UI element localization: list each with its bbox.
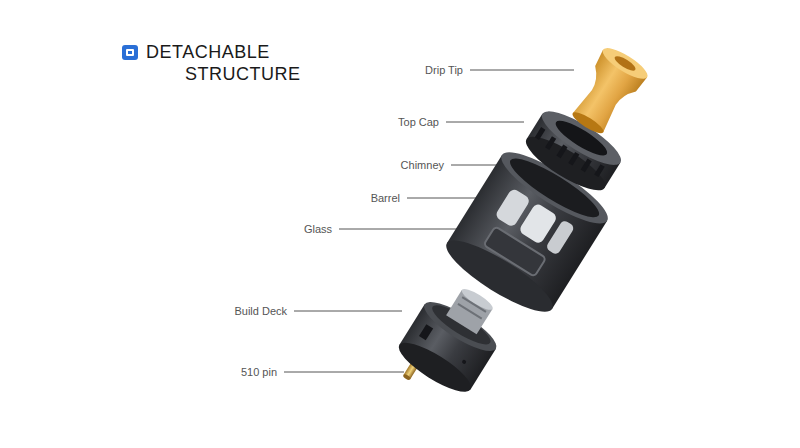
part-label: Glass xyxy=(304,222,332,236)
part-label: 510 pin xyxy=(241,365,277,379)
diagram-title: DETACHABLE STRUCTURE xyxy=(185,41,310,85)
part-label: Build Deck xyxy=(234,304,287,318)
part-label: Barrel xyxy=(371,191,400,205)
leader-lines xyxy=(284,70,574,372)
title-icon xyxy=(122,45,138,60)
top-cap xyxy=(520,103,628,199)
drip-tip xyxy=(563,43,651,141)
part-label: Drip Tip xyxy=(425,63,463,77)
part-label: Top Cap xyxy=(398,115,439,129)
part-label: Chimney xyxy=(401,158,444,172)
